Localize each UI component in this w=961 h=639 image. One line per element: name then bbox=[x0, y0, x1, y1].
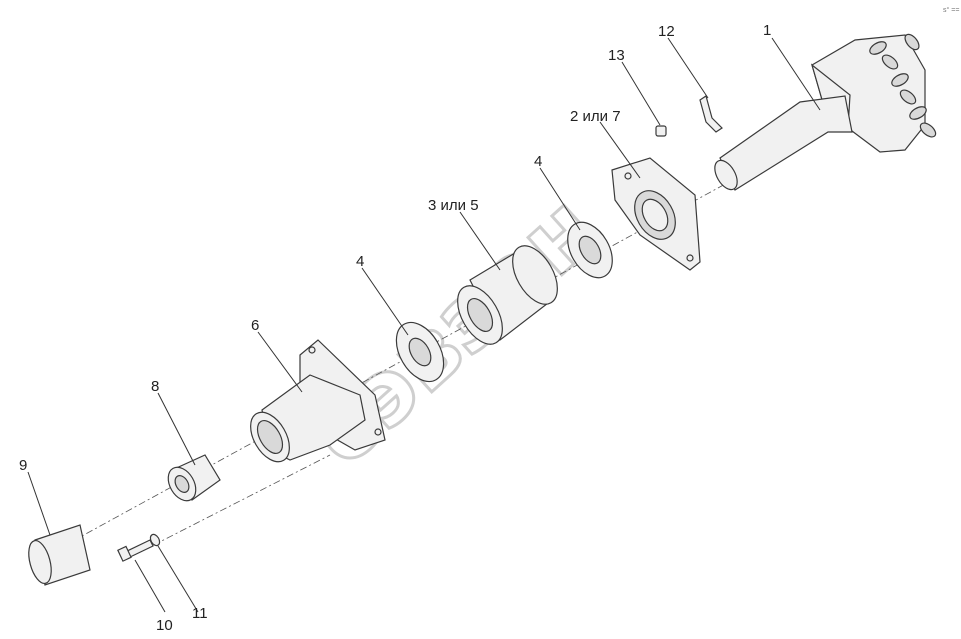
callout-4-lower: 4 bbox=[356, 253, 364, 270]
callout-3-or-5: 3 или 5 bbox=[428, 197, 479, 214]
callout-1: 1 bbox=[763, 22, 771, 39]
part-9-cap bbox=[28, 524, 91, 586]
callout-6: 6 bbox=[251, 317, 259, 334]
part-2-or-7-flange bbox=[611, 157, 701, 271]
callout-4-upper: 4 bbox=[534, 153, 542, 170]
part-3-or-5-bushing bbox=[457, 245, 558, 345]
part-13-grease-fitting bbox=[655, 125, 667, 137]
part-12-cotter-pin bbox=[699, 95, 723, 133]
callout-11: 11 bbox=[192, 605, 208, 622]
callout-12: 12 bbox=[658, 23, 675, 40]
part-6-housing bbox=[250, 339, 386, 463]
part-4-washer-lower bbox=[395, 321, 445, 383]
leader-lines bbox=[27, 37, 821, 613]
part-10-bolt bbox=[117, 539, 154, 562]
part-4-washer-upper bbox=[567, 221, 613, 279]
callouts: 1 2 или 7 3 или 5 4 4 6 8 9 10 11 12 13 bbox=[19, 22, 771, 634]
part-11-small-washer bbox=[149, 533, 161, 547]
callout-10: 10 bbox=[156, 617, 173, 634]
part-1-hitch-shaft bbox=[714, 33, 937, 191]
part-8-castle-nut bbox=[167, 454, 221, 502]
bolt-axis bbox=[139, 454, 331, 553]
chain-links bbox=[869, 33, 937, 138]
callout-9: 9 bbox=[19, 457, 27, 474]
callout-2-or-7: 2 или 7 bbox=[570, 108, 621, 125]
callout-13: 13 bbox=[608, 47, 625, 64]
corner-mark: s° == bbox=[943, 6, 959, 14]
callout-8: 8 bbox=[151, 378, 159, 395]
